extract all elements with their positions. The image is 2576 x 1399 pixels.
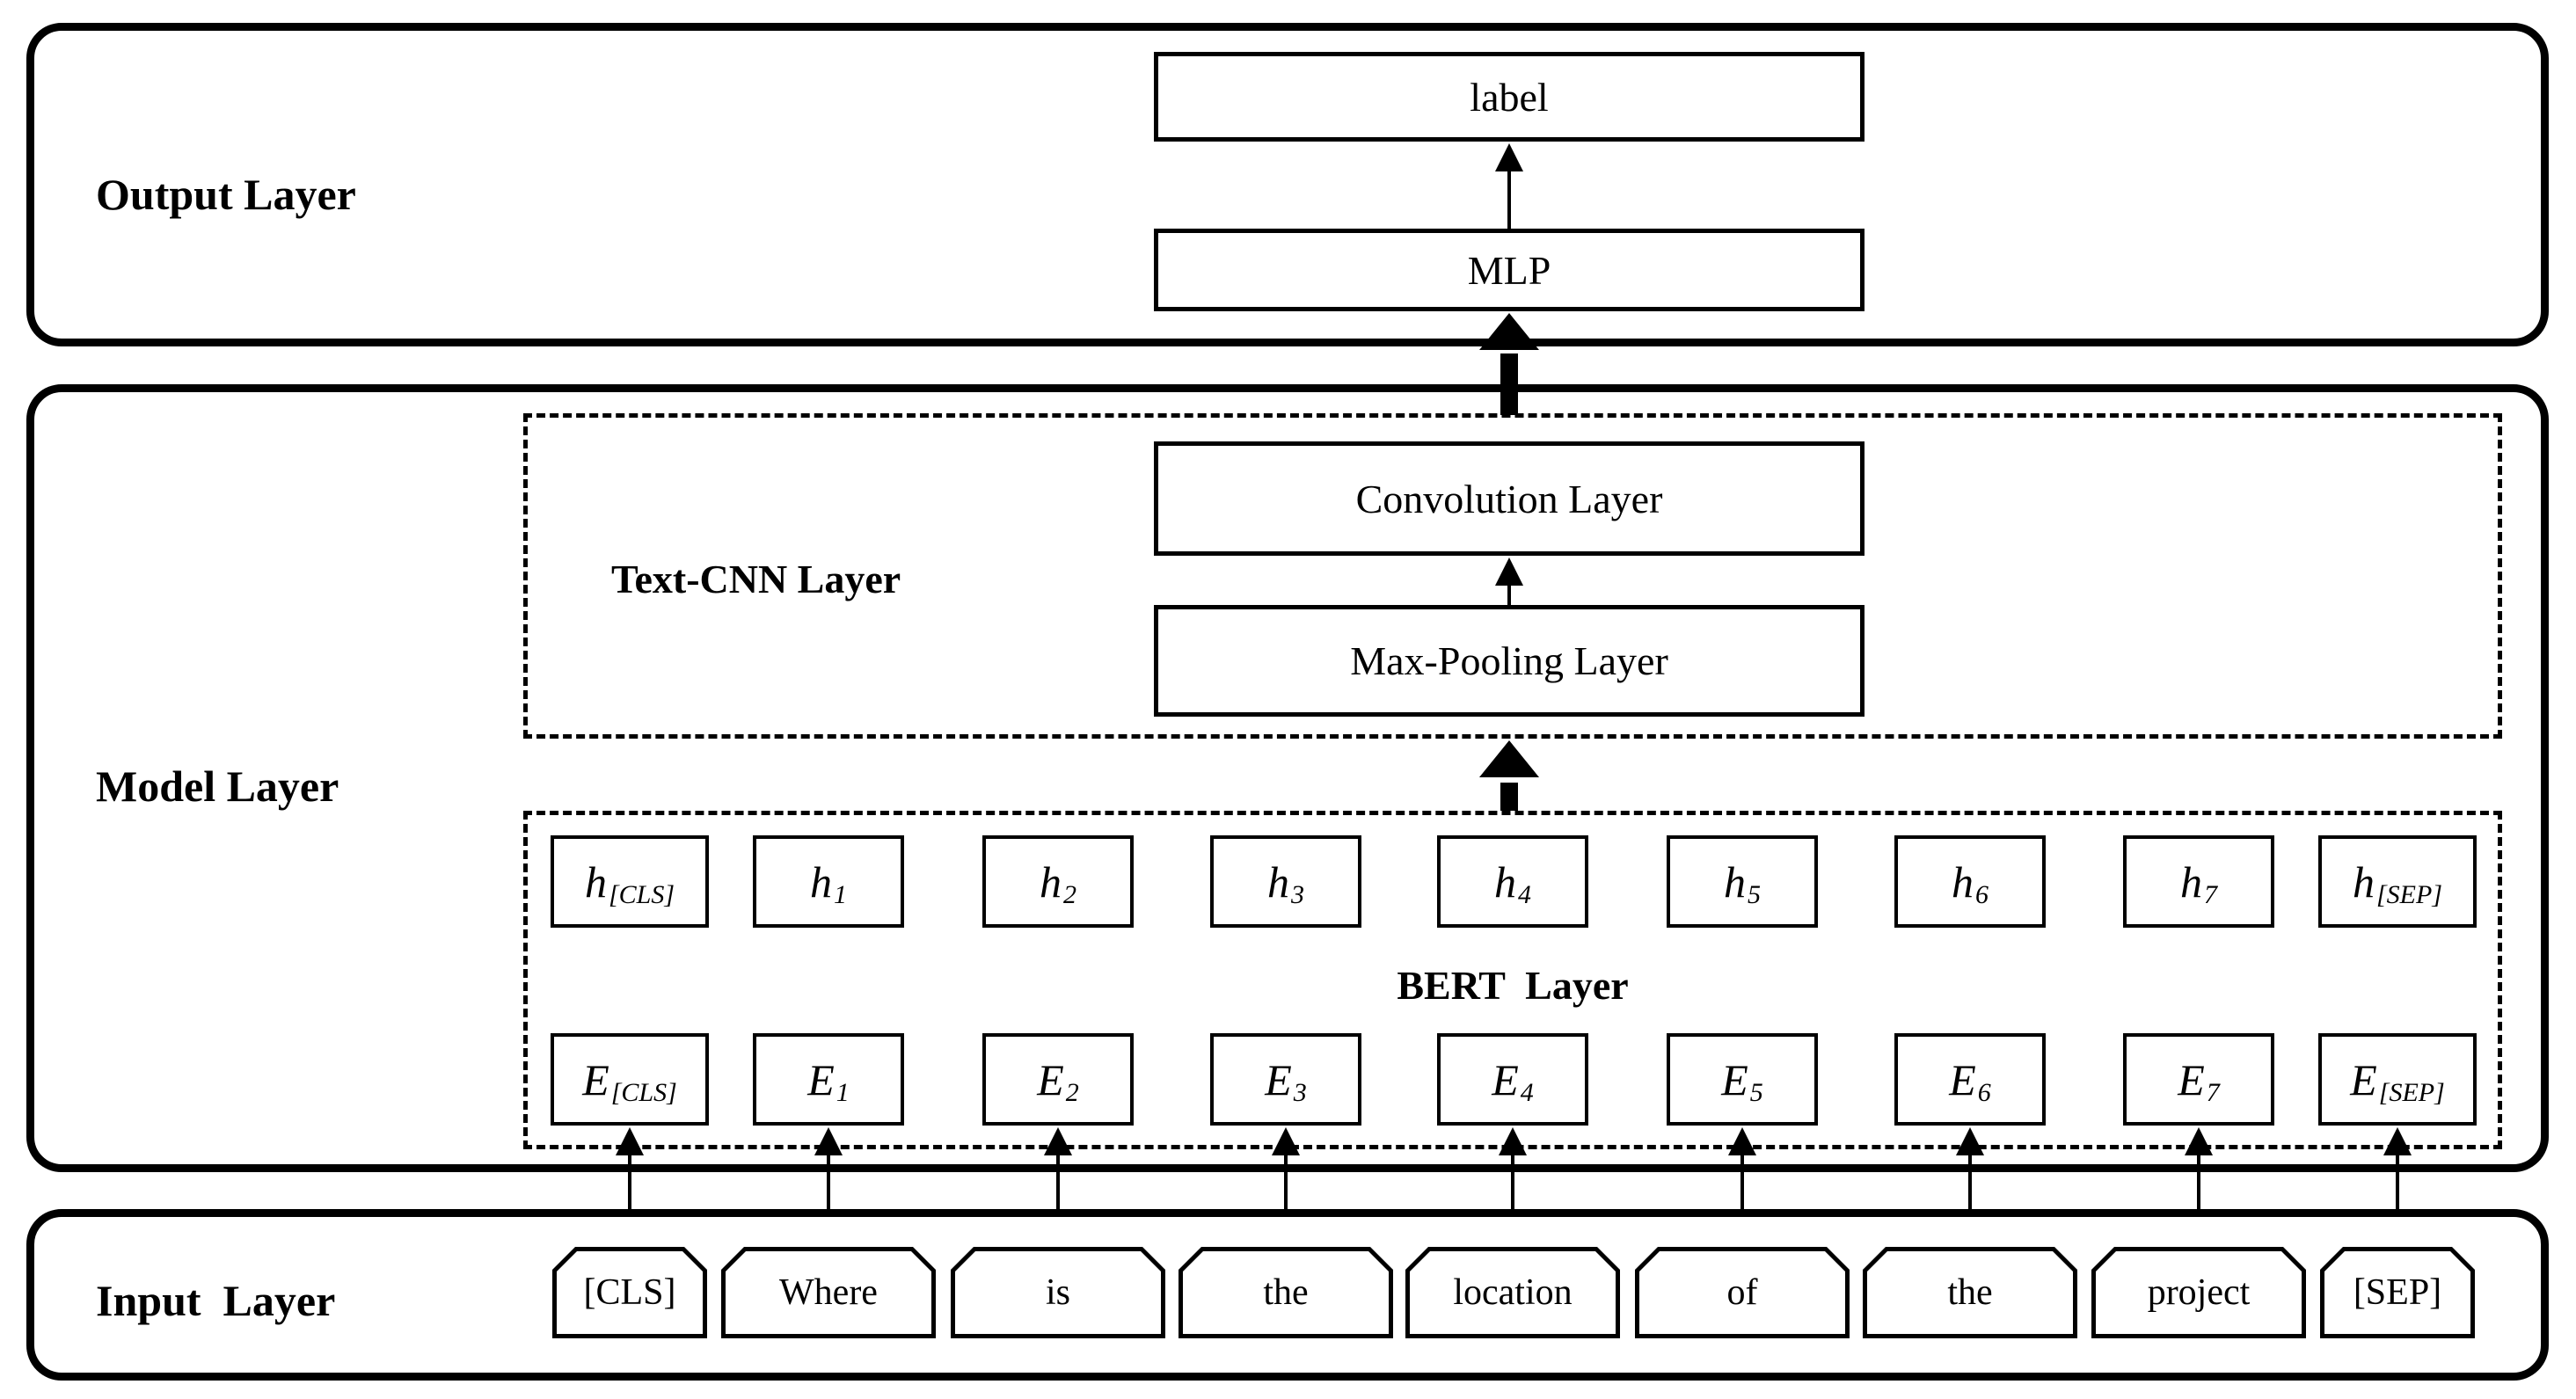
thick-arrow-segment <box>1500 389 1518 415</box>
token-text: the <box>1263 1272 1309 1313</box>
arrow-token-to-embedding-4 <box>1498 1127 1528 1247</box>
token-text: of <box>1726 1272 1758 1313</box>
token-text: [CLS] <box>583 1272 676 1313</box>
model-layer-title: Model Layer <box>96 761 339 811</box>
arrow-shaft <box>827 1148 830 1247</box>
input-token-where: Where <box>721 1247 936 1338</box>
arrow-token-to-embedding-2 <box>1043 1127 1073 1247</box>
arrow-token-to-embedding-8 <box>2383 1127 2412 1247</box>
arrow-token-to-embedding-6 <box>1955 1127 1985 1247</box>
arrow-bert-to-textcnn <box>1478 740 1540 811</box>
label-box-text: label <box>1470 74 1549 120</box>
input-token-the2: the <box>1863 1247 2077 1338</box>
arrow-token-to-embedding-0 <box>615 1127 645 1247</box>
hidden-state-box-sep: h[SEP] <box>2318 835 2477 928</box>
mlp-box: MLP <box>1154 229 1864 311</box>
label-box: label <box>1154 52 1864 142</box>
token-text: is <box>1045 1272 1070 1313</box>
arrow-shaft <box>1511 1148 1514 1247</box>
input-token-cls: [CLS] <box>552 1247 707 1338</box>
input-token-the: the <box>1179 1247 1393 1338</box>
output-layer-title: Output Layer <box>96 170 356 219</box>
max-pooling-layer-text: Max-Pooling Layer <box>1350 638 1668 683</box>
input-layer-title: Input Layer <box>96 1276 336 1325</box>
text-cnn-title: Text-CNN Layer <box>611 557 901 601</box>
arrow-shaft <box>1740 1148 1744 1247</box>
embedding-box-cls: E[CLS] <box>551 1033 709 1126</box>
bert-title: BERT Layer <box>1397 963 1629 1008</box>
thick-arrowhead-icon <box>1479 313 1539 350</box>
arrow-textcnn-to-mlp <box>1478 313 1540 415</box>
input-token-location: location <box>1405 1247 1620 1338</box>
input-token-sep: [SEP] <box>2320 1247 2475 1338</box>
mlp-box-text: MLP <box>1467 247 1551 293</box>
arrow-shaft <box>628 1148 631 1247</box>
arrow-shaft <box>1284 1148 1288 1247</box>
arrow-token-to-embedding-1 <box>814 1127 843 1247</box>
arrow-pool-to-conv <box>1494 557 1524 605</box>
hidden-state-box-cls: h[CLS] <box>551 835 709 928</box>
text-cnn-group-box <box>523 413 2502 739</box>
thick-arrow-segment <box>1500 353 1518 387</box>
embedding-box-sep: E[SEP] <box>2318 1033 2477 1126</box>
input-token-is: is <box>951 1247 1165 1338</box>
token-text: project <box>2147 1272 2251 1313</box>
max-pooling-layer-box: Max-Pooling Layer <box>1154 605 1864 717</box>
input-token-of: of <box>1635 1247 1850 1338</box>
thick-arrow-segment <box>1500 783 1518 811</box>
token-text: Where <box>779 1272 878 1313</box>
arrow-shaft <box>1968 1148 1972 1247</box>
arrow-shaft <box>1056 1148 1060 1247</box>
thick-arrowhead-icon <box>1479 740 1539 777</box>
arrow-token-to-embedding-7 <box>2184 1127 2214 1247</box>
arrow-token-to-embedding-5 <box>1727 1127 1757 1247</box>
arrow-shaft <box>1507 579 1511 605</box>
token-text: the <box>1947 1272 1993 1313</box>
arrow-mlp-to-label <box>1494 143 1524 229</box>
token-text: [SEP] <box>2353 1272 2442 1313</box>
convolution-layer-box: Convolution Layer <box>1154 441 1864 556</box>
arrow-token-to-embedding-3 <box>1271 1127 1301 1247</box>
convolution-layer-text: Convolution Layer <box>1355 476 1663 521</box>
input-token-project: project <box>2091 1247 2306 1338</box>
arrow-shaft <box>2197 1148 2200 1247</box>
arrow-shaft <box>1507 164 1511 229</box>
token-text: location <box>1453 1272 1573 1313</box>
arrow-shaft <box>2396 1148 2399 1247</box>
